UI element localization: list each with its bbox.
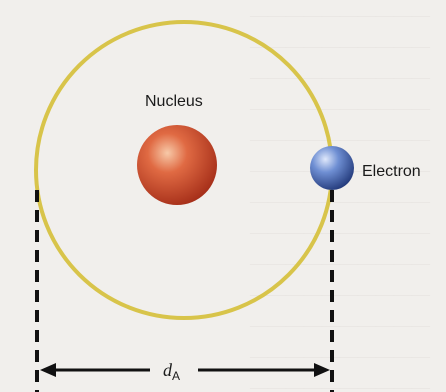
distance-subscript: A: [172, 369, 180, 383]
nucleus-sphere: [137, 125, 217, 205]
distance-arrowhead-right: [314, 363, 330, 377]
electron-sphere: [310, 146, 354, 190]
distance-arrowhead-left: [40, 363, 56, 377]
nucleus-label: Nucleus: [145, 93, 203, 110]
electron-label: Electron: [362, 163, 421, 180]
distance-label: dA: [163, 360, 180, 383]
